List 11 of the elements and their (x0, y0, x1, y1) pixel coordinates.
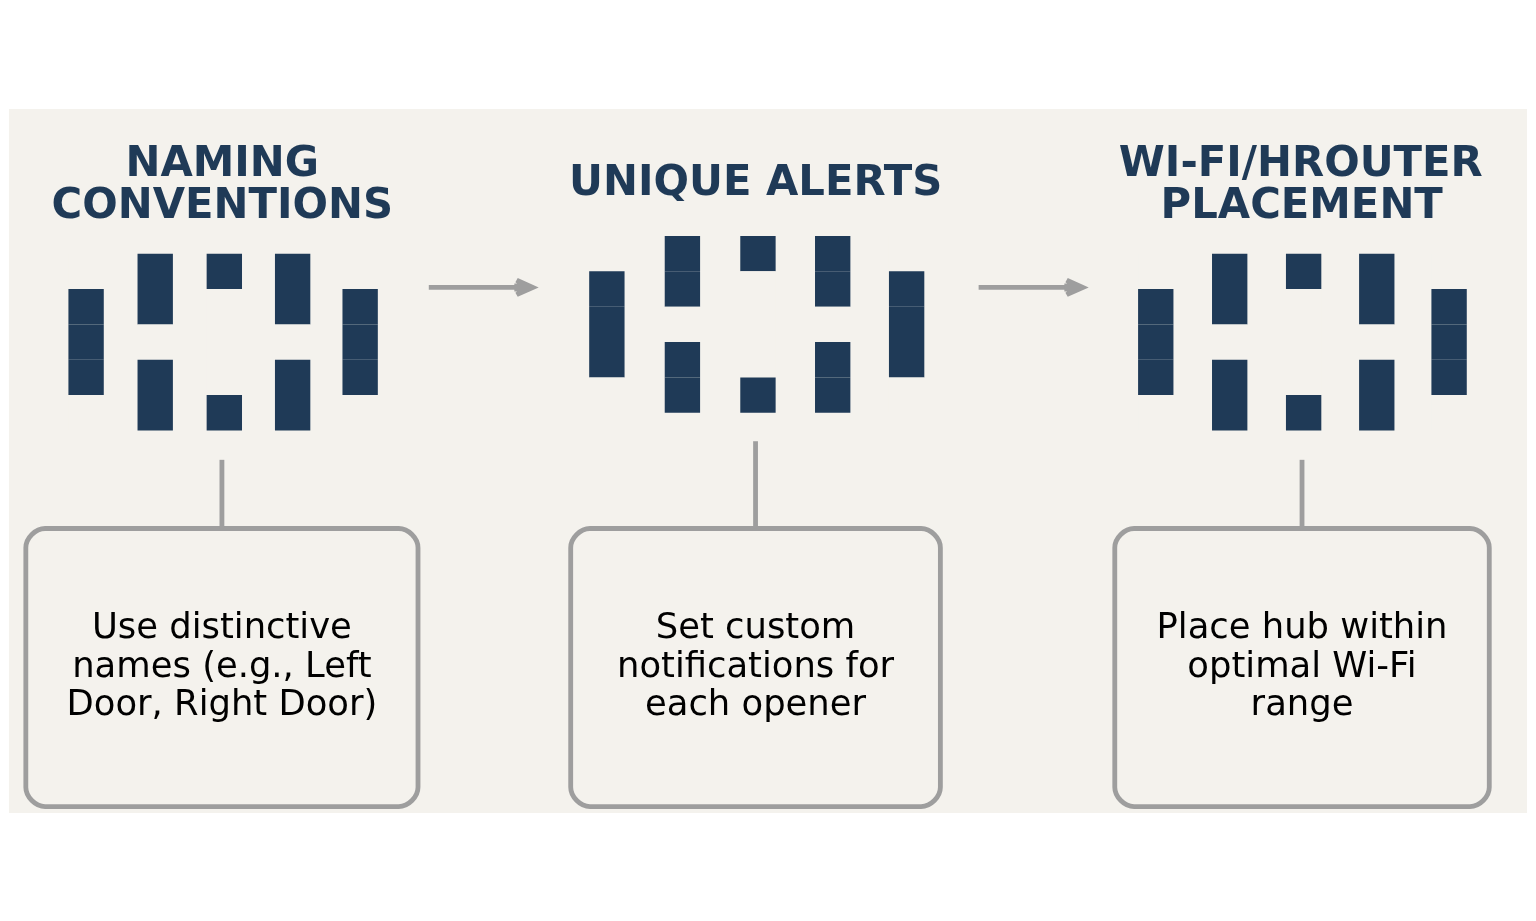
node-box: Use distinctive names (e.g., Left Door, Right Door) (23, 525, 421, 809)
node-box: Place hub within optimal Wi-Fi range (1112, 525, 1492, 809)
node-label: UNIQUE ALERTS (569, 155, 943, 205)
node-label: WI-FI/HROUTER PLACEMENT (1118, 136, 1483, 228)
connector (1299, 459, 1305, 528)
node-label: NAMING CONVENTIONS (51, 136, 394, 228)
arrow (978, 277, 1086, 297)
connector (753, 440, 758, 528)
node-box: Set custom notifications for each opener (568, 525, 943, 809)
connector (219, 459, 225, 528)
arrow (428, 277, 536, 297)
